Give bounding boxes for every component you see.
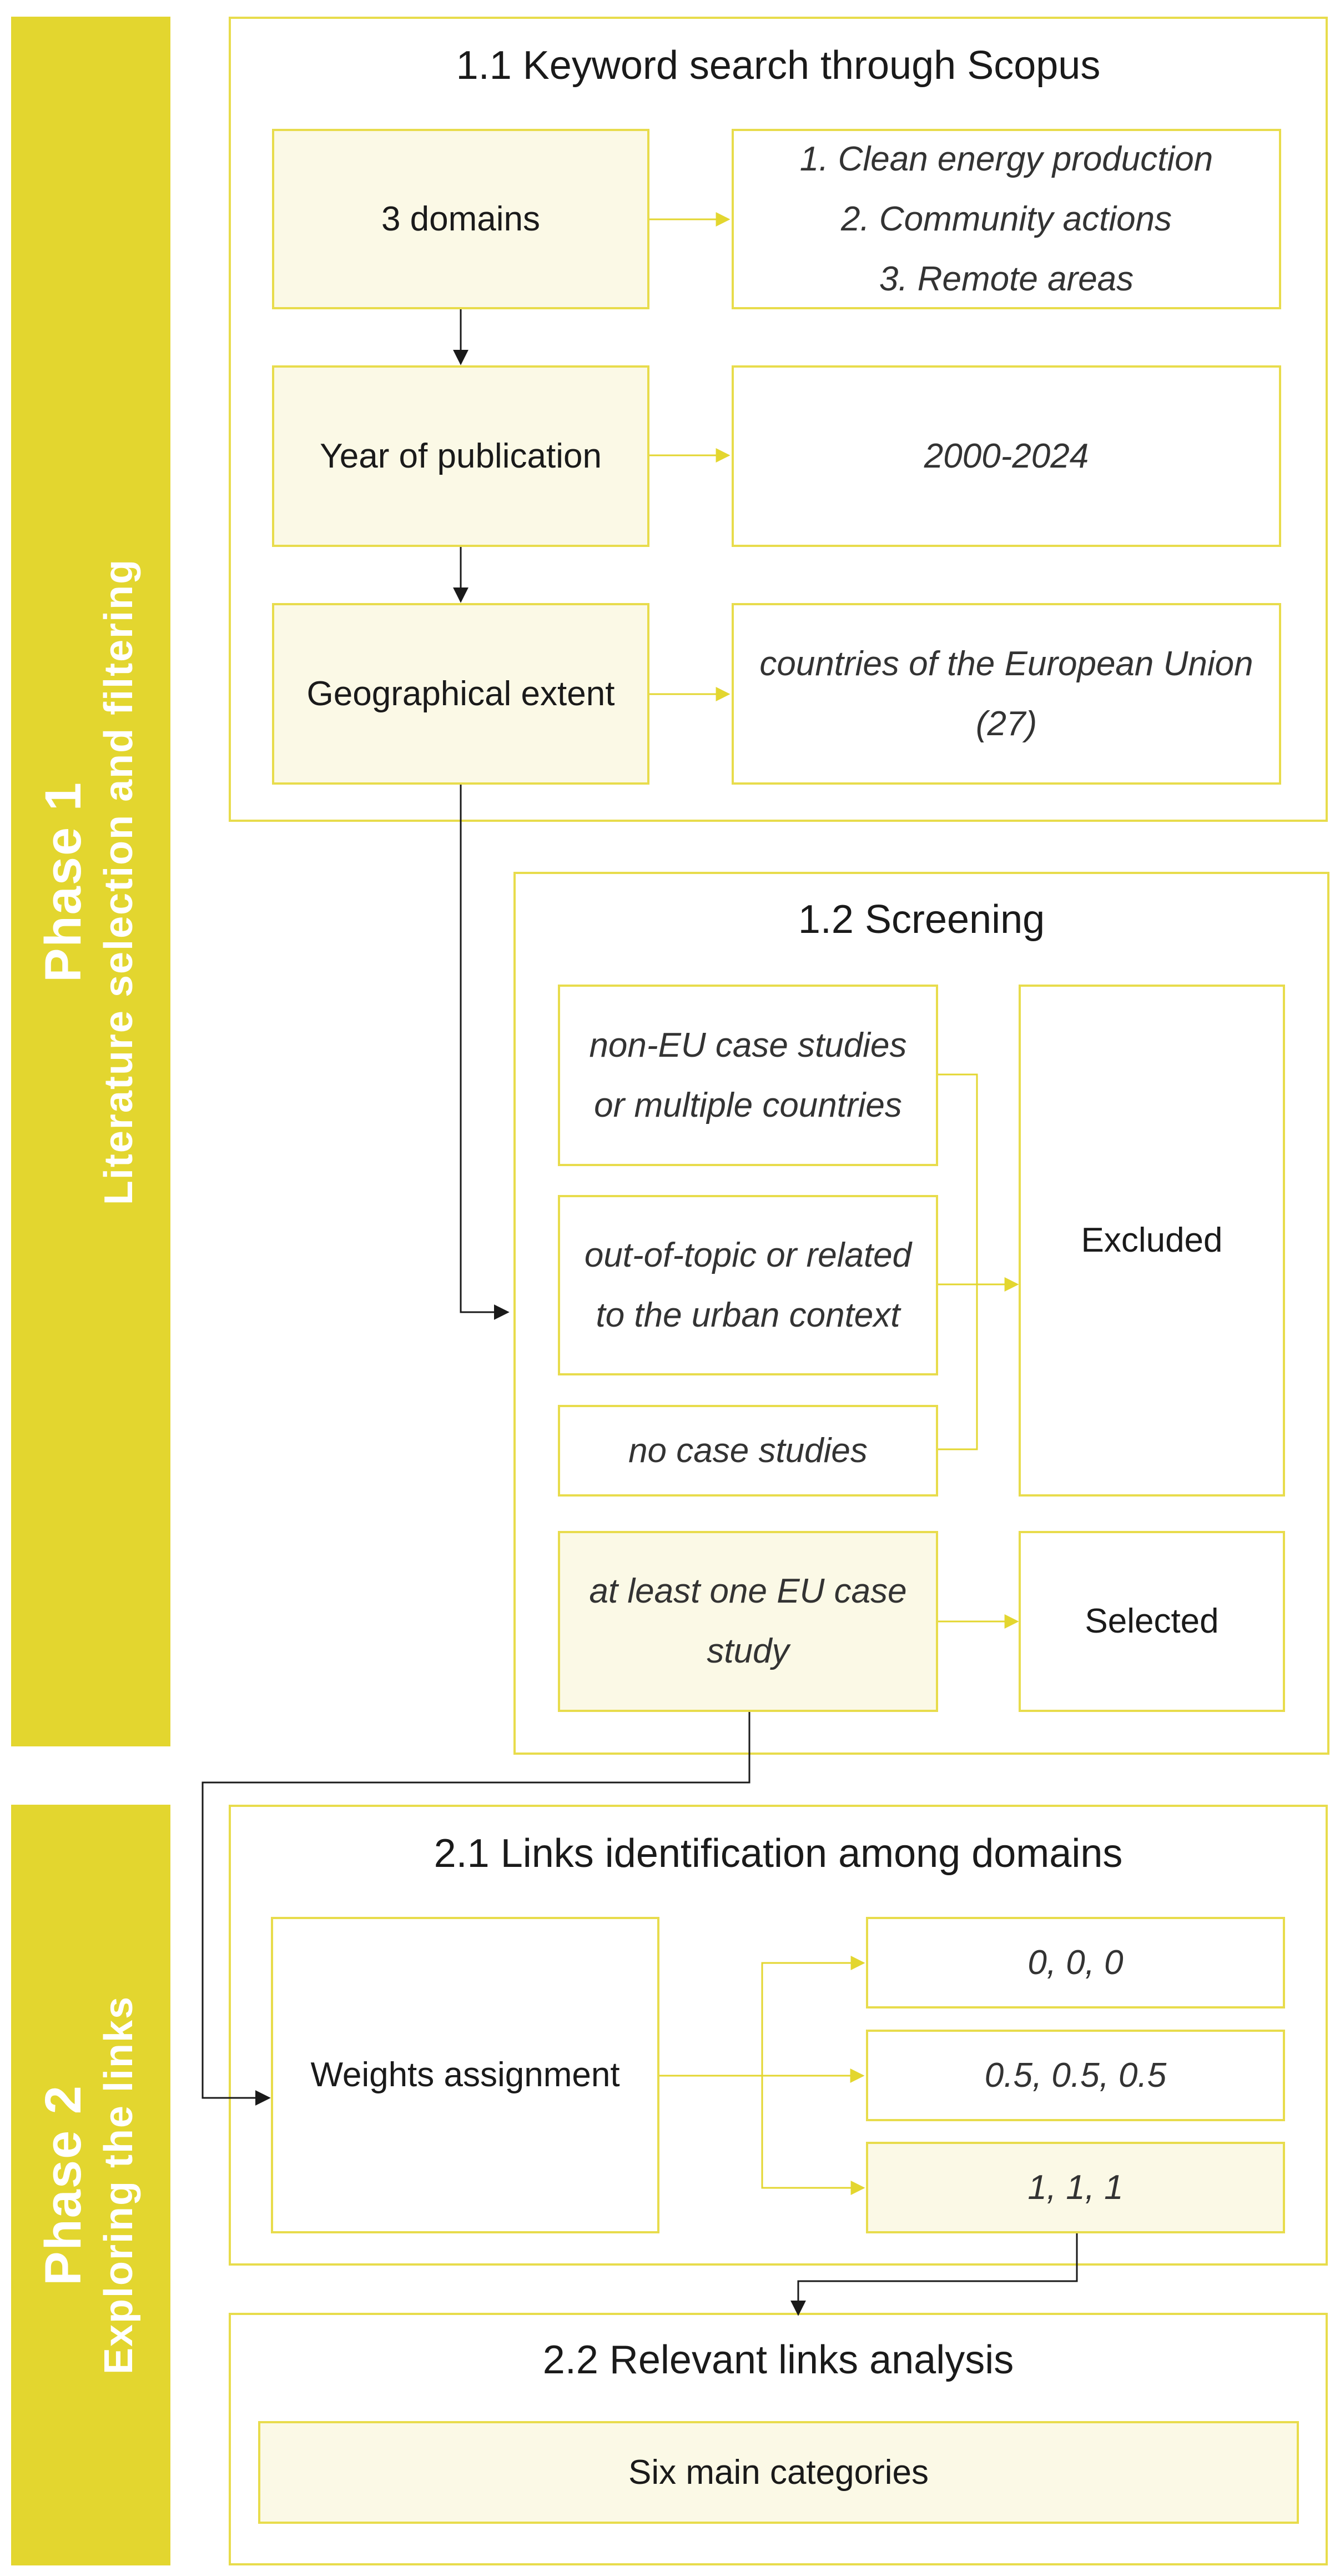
criterion-out-of-topic-text: out-of-topic or related to the urban con… xyxy=(584,1236,912,1334)
selected-box: Selected xyxy=(1019,1531,1285,1712)
domain-item: 1. Clean energy production xyxy=(799,139,1213,178)
excluded-box: Excluded xyxy=(1019,985,1285,1497)
weights-box: Weights assignment xyxy=(271,1917,659,2233)
categories-box: Six main categories xyxy=(258,2421,1299,2524)
criterion-selected: at least one EU case study xyxy=(558,1531,938,1712)
year-box: Year of publication xyxy=(272,365,649,547)
weights-label: Weights assignment xyxy=(310,2056,620,2094)
weight-option-1-text: 1, 1, 1 xyxy=(1027,2168,1124,2207)
geo-label: Geographical extent xyxy=(306,674,615,713)
section-1-1-heading: 1.1 Keyword search through Scopus xyxy=(456,43,1101,88)
section-1-2-heading: 1.2 Screening xyxy=(798,897,1045,942)
selected-label: Selected xyxy=(1085,1602,1219,1640)
weight-option-half-text: 0.5, 0.5, 0.5 xyxy=(984,2056,1167,2095)
criterion-out-of-topic: out-of-topic or related to the urban con… xyxy=(558,1195,938,1375)
weight-option-half: 0.5, 0.5, 0.5 xyxy=(866,2030,1285,2121)
phase1-band: Phase 1 Literature selection and filteri… xyxy=(11,17,170,1746)
geo-value-box: countries of the European Union (27) xyxy=(732,603,1281,785)
criterion-selected-text: at least one EU case study xyxy=(589,1572,907,1670)
year-label: Year of publication xyxy=(320,436,602,475)
excluded-label: Excluded xyxy=(1081,1221,1223,1259)
weight-option-0: 0, 0, 0 xyxy=(866,1917,1285,2008)
year-value: 2000-2024 xyxy=(924,436,1089,475)
year-value-box: 2000-2024 xyxy=(732,365,1281,547)
phase2-band: Phase 2 Exploring the links xyxy=(11,1805,170,2565)
categories-label: Six main categories xyxy=(628,2453,929,2492)
criterion-no-case-studies: no case studies xyxy=(558,1405,938,1497)
geo-box: Geographical extent xyxy=(272,603,649,785)
domains-box: 3 domains xyxy=(272,129,649,309)
domain-item: 3. Remote areas xyxy=(879,259,1134,298)
domains-label: 3 domains xyxy=(381,199,541,238)
geo-value: countries of the European Union (27) xyxy=(759,644,1253,743)
section-2-1-heading: 2.1 Links identification among domains xyxy=(434,1831,1123,1876)
criterion-no-case-studies-text: no case studies xyxy=(628,1431,868,1470)
criterion-non-eu-text: non-EU case studies or multiple countrie… xyxy=(589,1026,907,1124)
weight-option-1: 1, 1, 1 xyxy=(866,2142,1285,2233)
domains-list-box: 1. Clean energy production 2. Community … xyxy=(732,129,1281,309)
weight-option-0-text: 0, 0, 0 xyxy=(1027,1943,1124,1982)
domain-item: 2. Community actions xyxy=(840,199,1172,238)
criterion-non-eu: non-EU case studies or multiple countrie… xyxy=(558,985,938,1166)
section-2-2-heading: 2.2 Relevant links analysis xyxy=(542,2338,1014,2382)
